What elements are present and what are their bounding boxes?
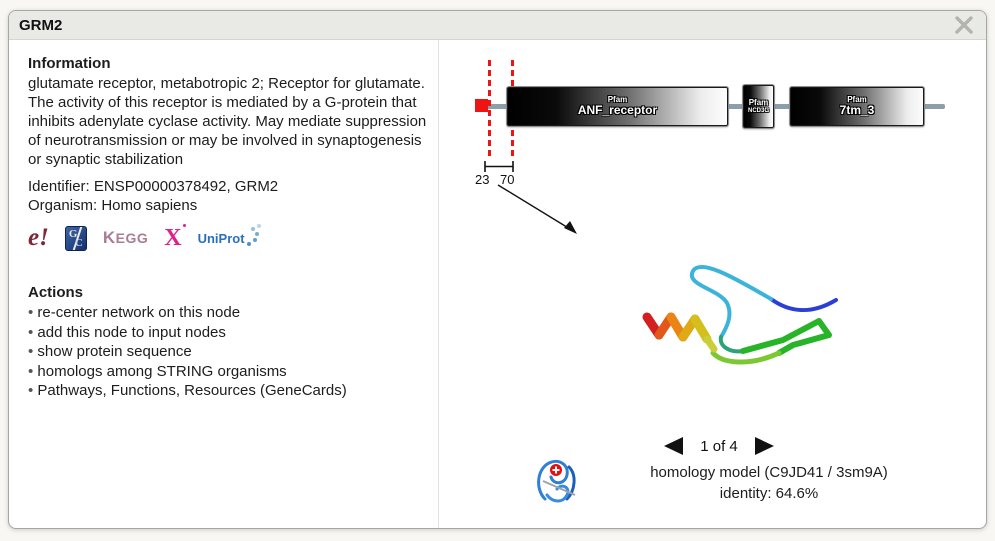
structure-panel: Pfam ANF_receptor Pfam NCD3G Pfam 7tm_3 … — [439, 40, 986, 528]
domain-name-label: NCD3G — [747, 107, 769, 114]
kegg-k-letter: K — [102, 228, 116, 247]
highlight-start-marker — [475, 99, 488, 112]
next-structure-button[interactable] — [754, 437, 774, 455]
action-recenter-network[interactable]: re-center network on this node — [28, 303, 426, 323]
ensembl-link-icon[interactable]: e! — [28, 224, 49, 251]
structure-caption: homology model (C9JD41 / 3sm9A) identity… — [589, 462, 949, 504]
previous-structure-button[interactable] — [664, 437, 684, 455]
domain-name-label: 7tm_3 — [839, 103, 875, 118]
protein-description: glutamate receptor, metabotropic 2; Rece… — [28, 75, 427, 168]
pfam-source-label: Pfam — [847, 95, 867, 104]
dialog-title: GRM2 — [19, 16, 63, 34]
nextprot-dot — [182, 223, 186, 227]
domain-anf-receptor[interactable]: Pfam ANF_receptor — [507, 87, 728, 126]
genecards-g-letter: G — [68, 227, 78, 240]
page-indicator: 1 of 4 — [700, 437, 738, 455]
range-to-structure-arrow — [497, 184, 577, 234]
range-bracket — [484, 161, 514, 172]
domain-name-label: ANF_receptor — [577, 103, 658, 118]
protein-info-dialog: GRM2 Information glutamate receptor, met… — [8, 10, 987, 529]
swiss-model-logo[interactable] — [531, 455, 581, 507]
range-end-label: 70 — [500, 172, 515, 187]
pfam-source-label: Pfam — [607, 95, 628, 104]
actions-heading: Actions — [28, 284, 84, 301]
highlight-dashed-line-start — [488, 60, 491, 156]
caption-identity-line: identity: 64.6% — [719, 485, 819, 502]
caption-model-line: homology model (C9JD41 / 3sm9A) — [650, 464, 888, 481]
domain-7tm-3[interactable]: Pfam 7tm_3 — [790, 87, 924, 126]
uniprot-link-icon[interactable]: UniProt — [197, 226, 255, 246]
information-heading: Information — [28, 55, 111, 72]
kegg-rest-letters: EGG — [115, 230, 149, 246]
uniprot-wordmark: UniProt — [197, 230, 245, 246]
structure-pager: 1 of 4 — [644, 437, 794, 455]
range-start-label: 23 — [475, 172, 490, 187]
nextprot-x-letter: X — [164, 224, 182, 251]
action-homologs-string-organisms[interactable]: homologs among STRING organisms — [28, 362, 426, 382]
action-show-protein-sequence[interactable]: show protein sequence — [28, 342, 426, 362]
actions-list: re-center network on this node add this … — [28, 303, 426, 401]
close-icon — [955, 16, 973, 34]
dialog-body: Information glutamate receptor, metabotr… — [9, 40, 986, 528]
genecards-c-letter: C — [74, 236, 83, 249]
identifier-line: Identifier: ENSP00000378492, GRM2 — [28, 178, 279, 195]
nextprot-link-icon[interactable]: X — [164, 223, 186, 252]
organism-line: Organism: Homo sapiens — [28, 197, 198, 214]
info-panel: Information glutamate receptor, metabotr… — [9, 40, 439, 528]
dialog-header[interactable]: GRM2 — [9, 11, 986, 40]
pfam-source-label: Pfam — [748, 98, 769, 108]
domain-ncd3g[interactable]: Pfam NCD3G — [743, 85, 774, 128]
protein-structure-image[interactable] — [631, 245, 851, 370]
genecards-link-icon[interactable]: G C — [64, 225, 87, 251]
close-button[interactable] — [952, 13, 976, 37]
action-add-node-to-input[interactable]: add this node to input nodes — [28, 323, 426, 343]
action-pathways-genecards[interactable]: Pathways, Functions, Resources (GeneCard… — [28, 381, 426, 401]
uniprot-dots — [250, 226, 255, 231]
